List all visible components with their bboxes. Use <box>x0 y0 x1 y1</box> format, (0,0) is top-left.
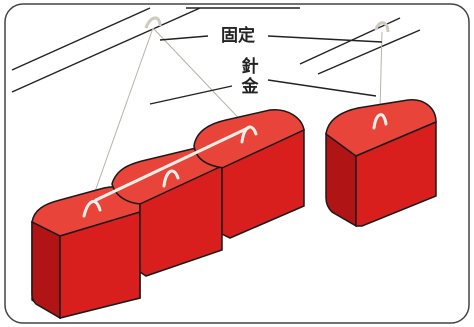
leader-lines <box>149 35 383 105</box>
beam-line-5 <box>317 29 421 75</box>
wire-to-block4 <box>379 31 383 111</box>
block-3 <box>193 109 305 239</box>
wire-to-block1 <box>91 27 154 201</box>
hanging-wires <box>91 27 383 201</box>
left-wire-loop <box>144 16 162 29</box>
tie-loop-4 <box>372 113 388 130</box>
leader-wire-right <box>267 79 377 97</box>
tie-wires <box>82 113 388 218</box>
block-4 <box>325 99 437 228</box>
block-1 <box>31 186 141 320</box>
tie-span <box>94 126 250 202</box>
beam-line-1 <box>11 7 151 71</box>
tie-loop-1 <box>82 200 102 218</box>
label-fixed: 固定 <box>221 25 255 46</box>
beam-line-2 <box>11 7 201 93</box>
wire-to-block3 <box>152 27 249 129</box>
tie-loop-2 <box>162 169 180 188</box>
leader-wire-left <box>149 85 233 105</box>
label-wire-line1: 針 <box>242 56 259 77</box>
right-wire-loop <box>374 21 390 33</box>
label-wire-line2: 金 <box>241 76 260 97</box>
leader-fixed-right <box>267 35 383 43</box>
tie-loop-3 <box>240 125 258 144</box>
wire-fixing-points <box>144 16 390 33</box>
leader-fixed-left <box>159 35 209 41</box>
